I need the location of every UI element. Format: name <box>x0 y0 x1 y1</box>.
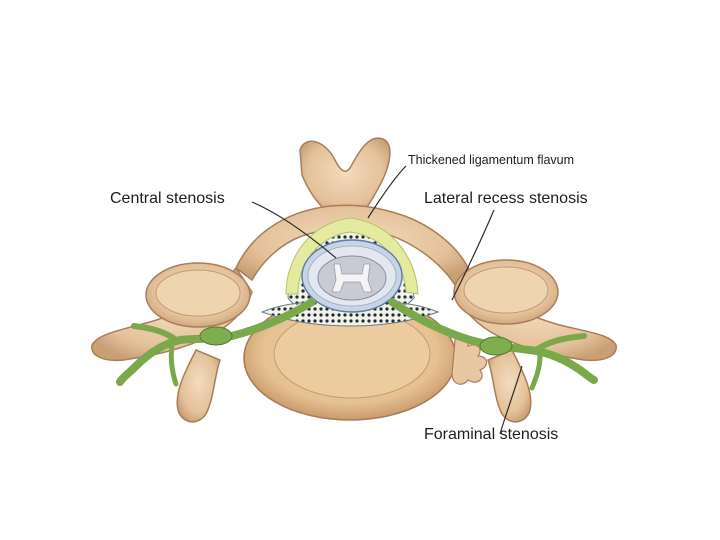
left-nerve-branch-lower <box>171 346 176 384</box>
right-nerve-branch-lower <box>532 356 540 388</box>
label-lateral-recess-stenosis: Lateral recess stenosis <box>424 191 588 207</box>
right-dorsal-root-ganglion <box>480 337 512 355</box>
label-thickened-ligamentum-flavum: Thickened ligamentum flavum <box>408 154 574 167</box>
left-facet-surface <box>156 270 240 316</box>
spinous-process <box>300 138 390 214</box>
right-facet-surface <box>464 267 548 313</box>
left-dorsal-root-ganglion <box>200 327 232 345</box>
label-foraminal-stenosis: Foraminal stenosis <box>424 427 558 443</box>
right-inferior-process <box>488 350 531 422</box>
label-central-stenosis: Central stenosis <box>110 191 225 207</box>
left-inferior-process <box>177 350 220 422</box>
